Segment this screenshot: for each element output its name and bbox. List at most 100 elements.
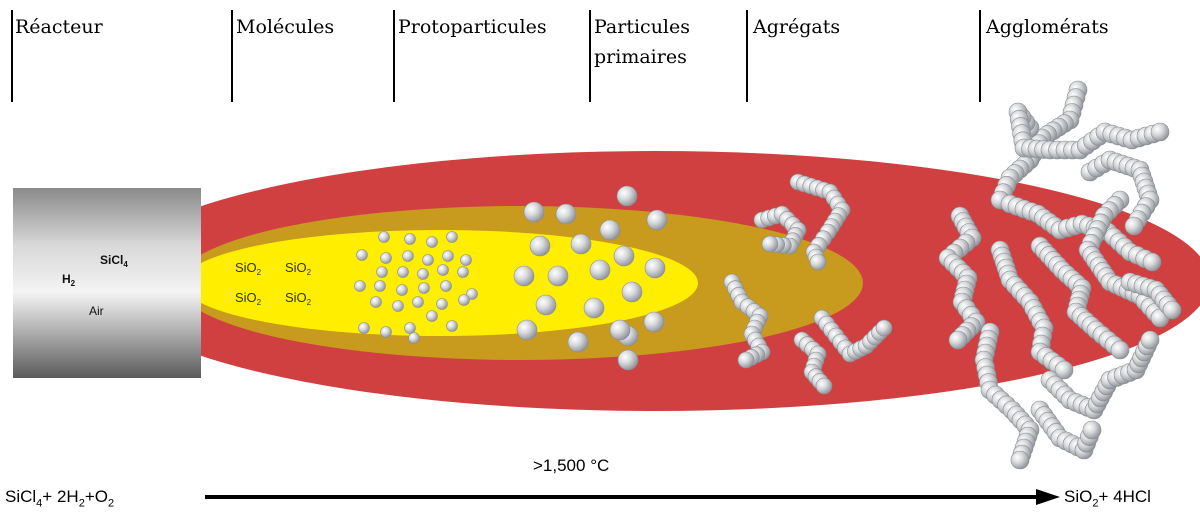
reactor-sicl4-label: SiCl4: [100, 253, 128, 269]
primary-particle: [516, 319, 538, 341]
primary-particle: [547, 265, 569, 287]
reactor-tube: [13, 188, 201, 378]
reactor-sicl4-sub: 4: [123, 260, 128, 269]
protoparticle: [437, 264, 449, 276]
protoparticle: [397, 266, 409, 278]
agglomerate-particle: [1082, 420, 1102, 440]
stage-label-protoparticules: Protoparticules: [398, 16, 547, 38]
inner-flame: [182, 230, 698, 336]
reactor-air-label: Air: [89, 304, 104, 318]
agglomerate-particle: [948, 330, 968, 350]
protoparticle: [402, 250, 414, 262]
stage-label-agregats: Agrégats: [753, 16, 841, 38]
primary-particle: [599, 219, 621, 241]
reaction-arrow-head: [1036, 489, 1060, 505]
aggregate-particle: [809, 253, 827, 271]
reactor-h2-sub: 2: [71, 279, 76, 288]
agglomerates-group: [938, 80, 1182, 470]
protoparticle: [396, 284, 408, 296]
equation-reactants: SiCl4+ 2H2+O2: [5, 487, 114, 509]
protoparticle: [380, 326, 392, 338]
protoparticle: [417, 268, 429, 280]
stage-divider-particules-primaires: [589, 10, 591, 102]
primary-particle: [646, 209, 668, 231]
agglomerate-particle: [1110, 340, 1130, 360]
stage-divider-reacteur: [11, 10, 13, 102]
product-hcl: + 4HCl: [1098, 487, 1151, 506]
product-sio2: SiO: [1064, 487, 1093, 506]
protoparticle: [380, 252, 392, 264]
agglomerate-particle: [1010, 450, 1030, 470]
primary-particle: [643, 311, 665, 333]
reactant-o2-sub: 2: [107, 497, 115, 510]
stage-divider-protoparticules: [393, 10, 395, 102]
primary-particle: [523, 201, 545, 223]
protoparticles-group: [354, 231, 478, 344]
reactant-sicl4-sub: 4: [36, 497, 43, 510]
reactant-sicl4: SiCl: [5, 487, 37, 506]
protoparticle: [457, 266, 469, 278]
stage-label-particules-primaires: Particules primaires: [594, 16, 691, 68]
primary-particle: [555, 203, 577, 225]
reactant-h2: + 2H: [42, 487, 79, 506]
primary-particle: [644, 257, 666, 279]
protoparticle: [422, 254, 434, 266]
reactor-h2-main: H: [62, 272, 71, 286]
protoparticle: [436, 298, 448, 310]
protoparticle: [440, 280, 452, 292]
protoparticle: [408, 332, 420, 344]
protoparticle: [446, 231, 458, 243]
sio2-label: SiO2: [235, 260, 262, 277]
protoparticle: [358, 322, 370, 334]
reactor-sicl4-main: SiCl: [100, 253, 123, 267]
primary-particle: [535, 294, 557, 316]
primary-particle: [529, 235, 551, 257]
protoparticle: [426, 236, 438, 248]
aggregate-particle: [815, 377, 833, 395]
protoparticle: [442, 250, 454, 262]
aggregate-particle: [761, 235, 779, 253]
primary-particles-group: [513, 185, 668, 371]
protoparticle: [378, 231, 390, 243]
stage-label-reacteur: Réacteur: [15, 16, 103, 38]
protoparticle: [458, 294, 470, 306]
protoparticle: [404, 322, 416, 334]
agglomerate-particle: [1162, 300, 1182, 320]
protoparticle: [460, 254, 472, 266]
protoparticle: [354, 280, 366, 292]
stage-divider-agregats: [746, 10, 748, 102]
protoparticle: [466, 288, 478, 300]
primary-particle: [570, 233, 592, 255]
protoparticle: [418, 282, 430, 294]
protoparticle: [370, 296, 382, 308]
agglomerate-particle: [1142, 252, 1162, 272]
primary-particle: [589, 259, 611, 281]
aggregate-particle: [875, 319, 893, 337]
protoparticle: [356, 249, 368, 261]
protoparticle: [412, 296, 424, 308]
aggregate-particle: [737, 351, 755, 369]
agglomerate-particle: [1140, 330, 1160, 350]
agglomerate-particle: [1150, 122, 1170, 142]
protoparticle: [446, 320, 458, 332]
primary-particle: [613, 245, 635, 267]
reactant-h2-sub: 2: [78, 497, 85, 510]
reactant-o2: +O: [84, 487, 108, 506]
sio2-label: SiO2: [285, 260, 312, 277]
primary-particle: [621, 281, 643, 303]
agglomerate-particle: [1124, 216, 1144, 236]
primary-particle: [567, 331, 589, 353]
reactor-h2-label: H2: [62, 272, 76, 288]
primary-particle: [617, 349, 639, 371]
sio2-label: SiO2: [285, 290, 312, 307]
stage-divider-agglomerats: [979, 10, 981, 102]
product-sio2-sub: 2: [1092, 497, 1099, 510]
protoparticle: [376, 266, 388, 278]
sio2-molecules: SiO2 SiO2 SiO2 SiO2: [235, 260, 312, 307]
protoparticle: [426, 310, 438, 322]
aggregates-group: [723, 173, 893, 395]
stage-divider-molecules: [231, 10, 233, 102]
temperature-label: >1,500 °C: [533, 456, 610, 475]
